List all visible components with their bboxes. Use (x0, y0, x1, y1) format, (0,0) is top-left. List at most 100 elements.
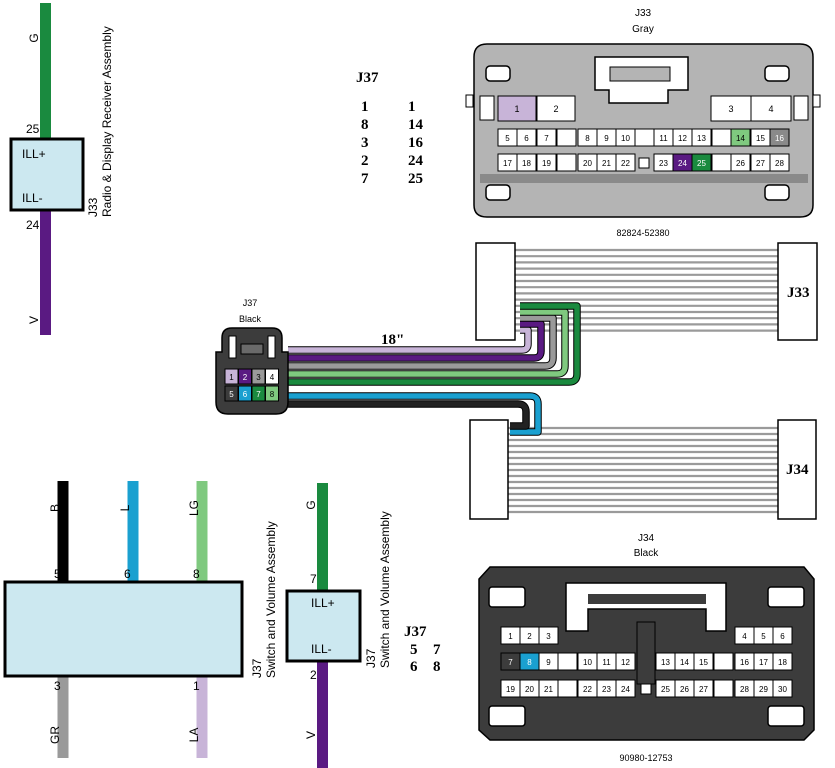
j33-small-key (638, 157, 650, 169)
j37-pin-label-4: 4 (270, 373, 275, 382)
ribbon-j33-left-clip (475, 242, 516, 341)
j33-pin-label-5: 5 (505, 134, 510, 143)
j33-key-br (764, 184, 790, 201)
switch-module-b-group: G V 7 2 ILL+ ILL- J37 Switch and Volume … (285, 483, 392, 768)
switch-b-wire-ill-minus (317, 662, 328, 768)
j34-color-label: Black (634, 548, 659, 559)
j33-pin-cell-19 (536, 153, 557, 172)
j34-pin-label-8: 8 (527, 658, 532, 667)
j33-pin-label-26: 26 (736, 159, 745, 168)
j33-pin-cell-13 (691, 128, 712, 147)
j34-blank-0 (557, 652, 578, 671)
j33-pin-label-1: 1 (514, 104, 519, 114)
j37-pin-label-7: 7 (256, 390, 261, 399)
switch-a-connector-id: J37 (250, 658, 264, 678)
j33-notch-right (793, 95, 809, 121)
radio-module-box (9, 137, 85, 212)
pin-map-left-1: 8 (361, 117, 369, 133)
j34-pin-cell-24 (615, 679, 636, 698)
harness-wire-4 (288, 303, 580, 385)
pin-map-small-header: J37 (404, 624, 427, 640)
j33-pin-label-6: 6 (524, 134, 529, 143)
j33-pin-label-17: 17 (503, 159, 512, 168)
j34-pin-label-11: 11 (602, 658, 611, 667)
j34-small-key (640, 683, 652, 695)
j37-pin-label-1: 1 (229, 373, 234, 382)
radio-wire-bottom-color: V (27, 316, 41, 324)
j33-pin-label-3: 3 (728, 104, 733, 114)
j37-latch (240, 343, 264, 355)
radio-wire-ill-plus (40, 3, 51, 139)
j33-pin-label-12: 12 (678, 134, 687, 143)
j34-pin-label-29: 29 (759, 685, 768, 694)
j34-key-br (767, 705, 805, 727)
radio-module-group: G V 25 24 ILL+ ILL- J33 Radio & Display … (9, 3, 114, 335)
j33-side-tab-left (465, 94, 474, 108)
j37-title: J37 (243, 298, 258, 308)
j33-blank-r1-2 (711, 128, 732, 147)
j34-pin-label-23: 23 (602, 685, 611, 694)
j33-pin-cell-16 (769, 128, 790, 147)
switch-a-pin-3: 3 (54, 679, 61, 693)
radio-pin-top-label: ILL+ (22, 147, 46, 161)
j34-pin-label-28: 28 (740, 685, 749, 694)
j33-pin-cell-18 (516, 153, 537, 172)
switch-a-wire-color-2: LG (187, 500, 201, 516)
j33-blank-r2-1 (711, 153, 732, 172)
j33-pin-label-16: 16 (775, 134, 784, 143)
j33-pin-label-2: 2 (553, 104, 558, 114)
j33-pin-cell-28 (769, 153, 790, 172)
j34-pin-label-4: 4 (742, 632, 747, 641)
j33-side-tab-right (812, 94, 821, 108)
pin-map-right-2: 16 (408, 135, 424, 151)
j33-pin-label-27: 27 (756, 159, 765, 168)
j33-title: J33 (635, 8, 652, 19)
j34-pin-label-13: 13 (661, 658, 670, 667)
ribbon-j34-right-clip (777, 419, 817, 520)
j34-pin-cell-12 (615, 652, 636, 671)
j33-key-tr (764, 65, 790, 82)
switch-a-wire-2 (196, 481, 208, 582)
j33-blank-r2-0 (556, 153, 577, 172)
j33-key-bl (485, 184, 511, 201)
pin-map-left-4: 7 (361, 171, 369, 187)
j34-pin-label-19: 19 (506, 685, 515, 694)
j34-pin-label-10: 10 (583, 658, 592, 667)
j34-pin-label-9: 9 (546, 658, 551, 667)
j34-key-bl (488, 705, 526, 727)
j34-key-tr (767, 586, 805, 608)
j34-pin-label-6: 6 (780, 632, 785, 641)
switch-b-wire-top-color: G (304, 500, 318, 509)
j37-pin-label-8: 8 (270, 390, 275, 399)
pin-map-header: J37 (356, 70, 379, 86)
j33-pin-label-10: 10 (621, 134, 630, 143)
j34-pin-label-3: 3 (546, 632, 551, 641)
pin-map-right-3: 24 (408, 153, 424, 169)
switch-module-a-group: B5TX+L6TX-LG8PWSGGR3PWRLA1GND J37 Switch… (3, 481, 278, 758)
j37-pin-cell-8 (265, 385, 279, 402)
harness-wire-1 (288, 321, 544, 361)
j34-pin-label-22: 22 (583, 685, 592, 694)
switch-a-pin-4: 1 (193, 679, 200, 693)
harness-wire-0 (288, 327, 531, 353)
j33-pin-cell-4 (750, 95, 792, 122)
j33-key-tl (485, 65, 511, 82)
j34-pin-label-7: 7 (508, 658, 513, 667)
ribbon-j33-right-clip (777, 242, 818, 341)
j33-bottom-rail (480, 174, 808, 183)
j34-title: J34 (638, 533, 655, 544)
j33-part-number: 82824-52380 (616, 228, 669, 238)
j37-pin-cell-4 (265, 368, 279, 385)
j34-pin-label-1: 1 (508, 632, 513, 641)
j33-pin-label-11: 11 (659, 134, 668, 143)
j33-latch-inner (609, 66, 671, 82)
switch-a-wire-4 (196, 677, 208, 758)
switch-b-connector-id: J37 (364, 648, 378, 668)
j34-pin-label-17: 17 (759, 658, 768, 667)
